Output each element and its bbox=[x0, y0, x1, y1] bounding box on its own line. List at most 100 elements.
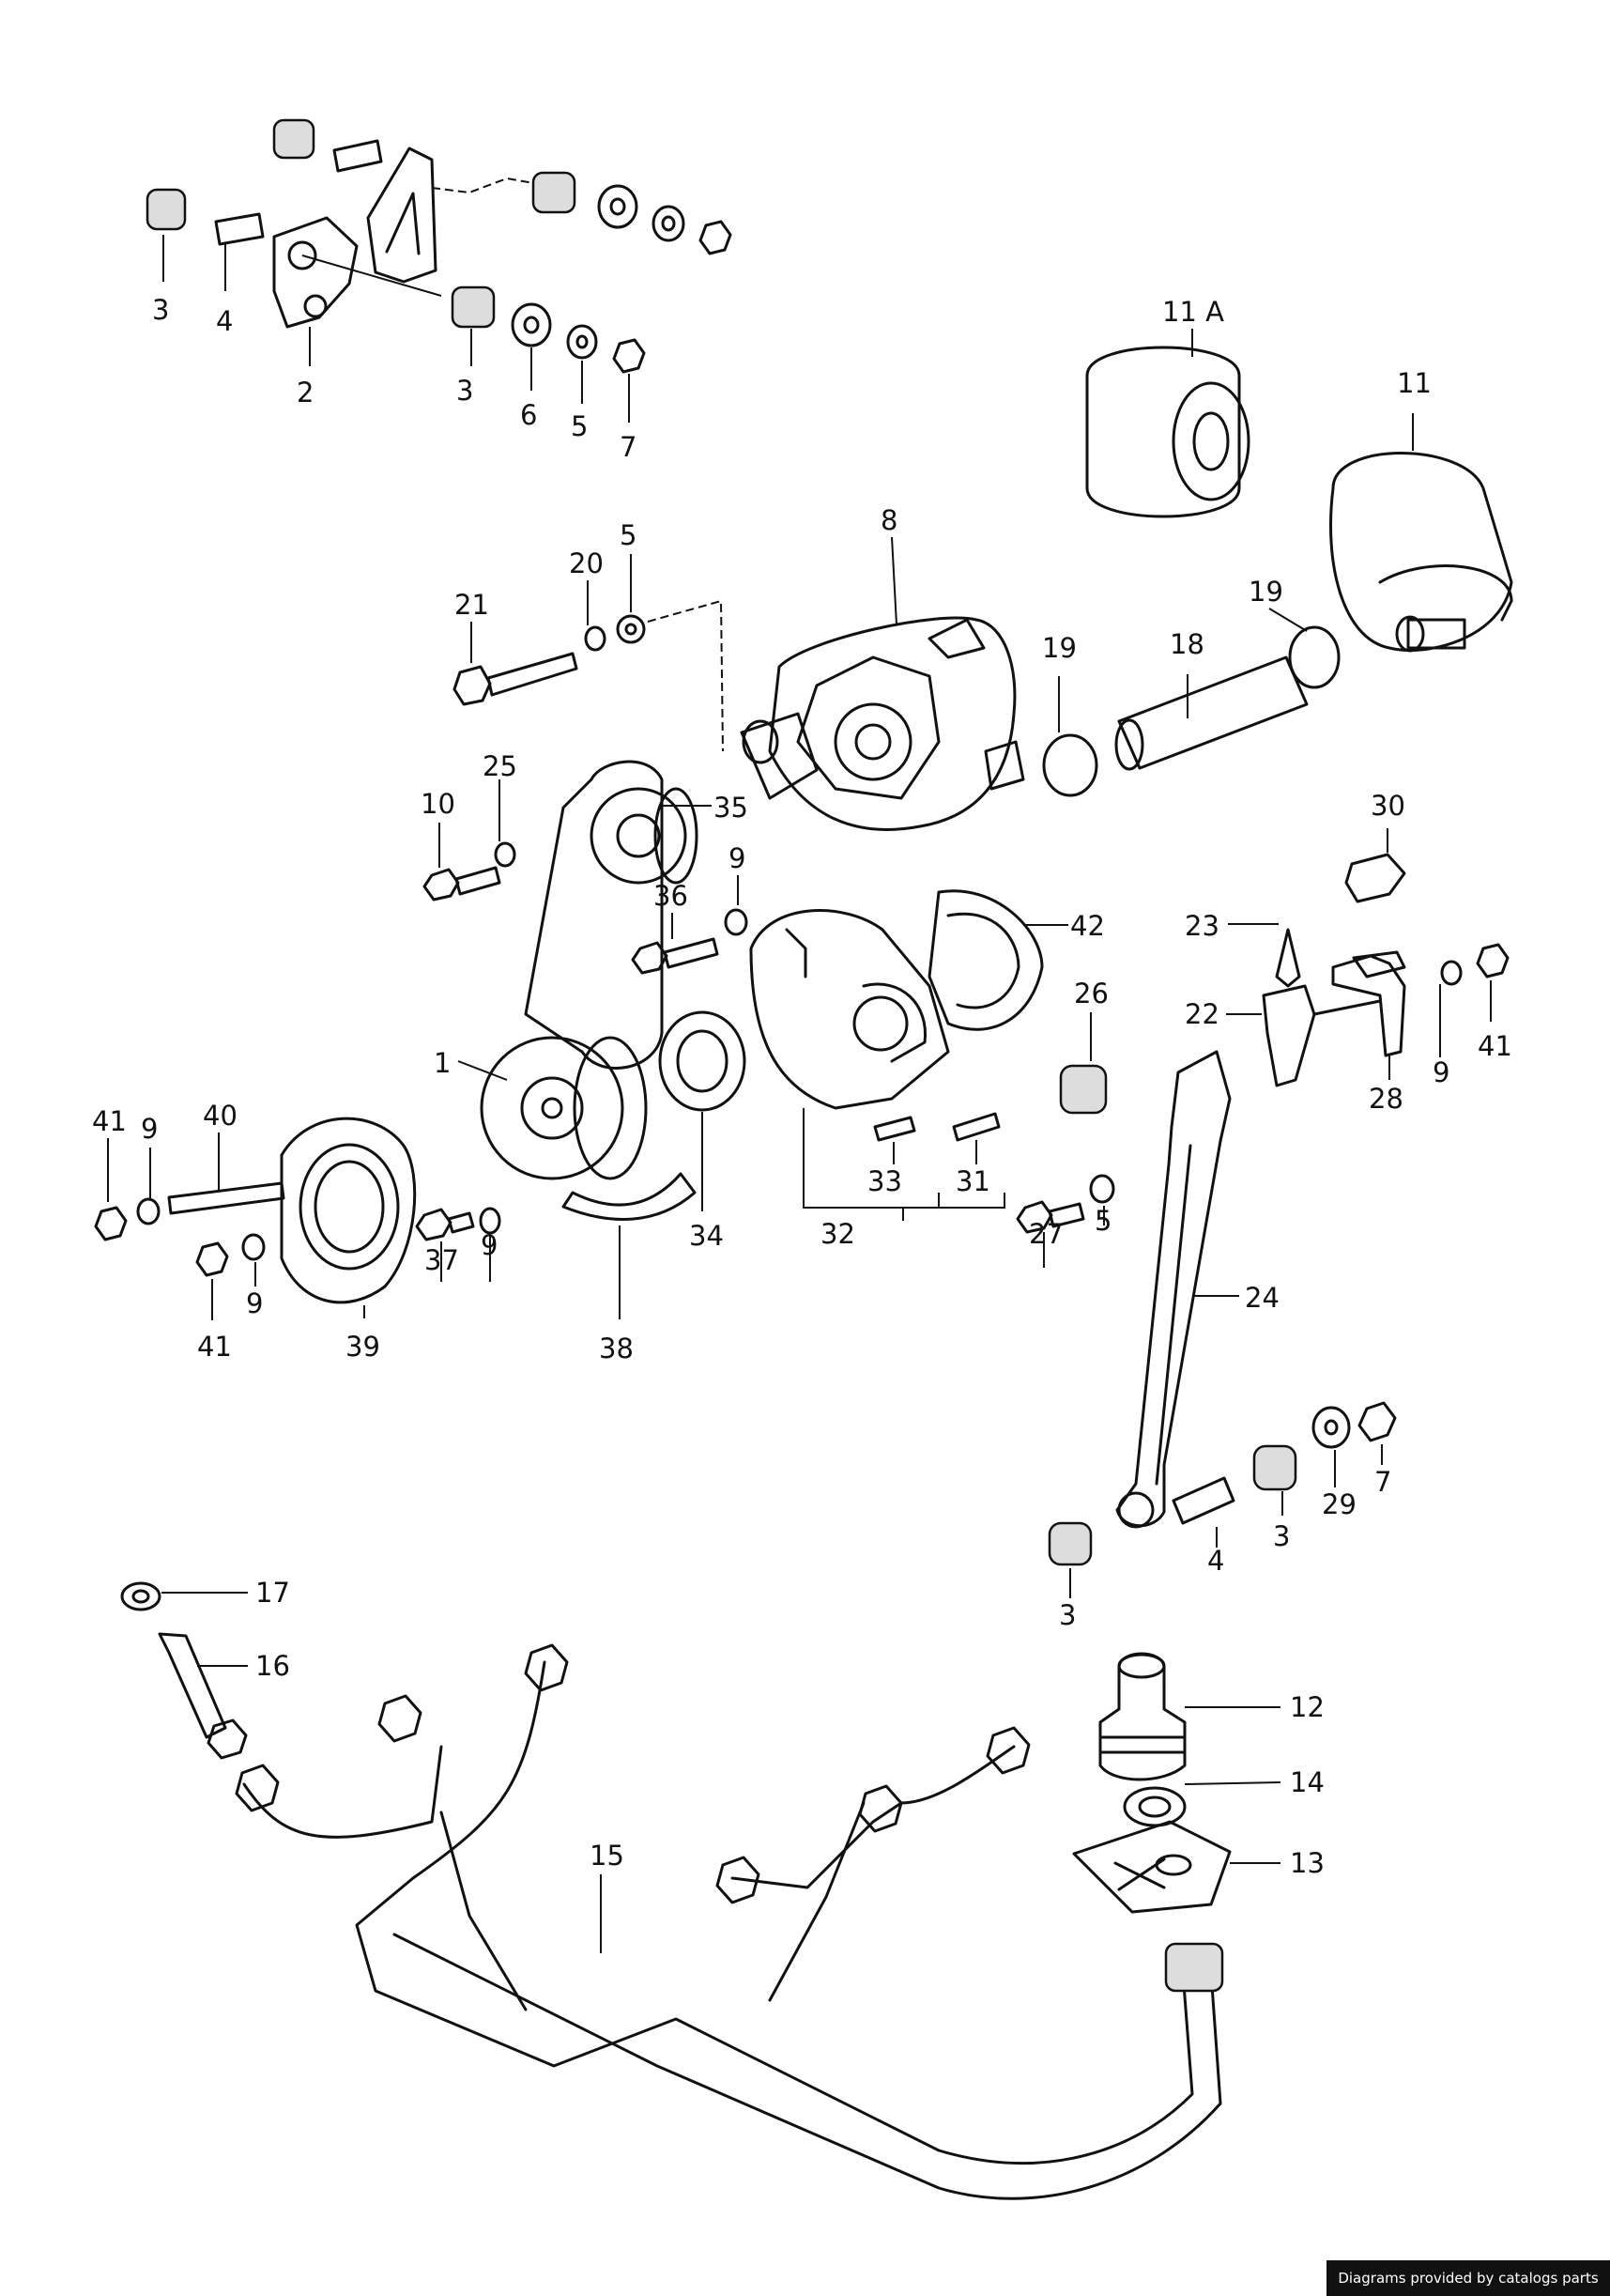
sleeve-part-4 bbox=[214, 212, 265, 246]
flange-part-39 bbox=[280, 1117, 417, 1304]
washer-part-6 bbox=[511, 302, 552, 347]
bolt-part-37 bbox=[415, 1208, 452, 1241]
stud-part-33 bbox=[873, 1116, 916, 1142]
washer-top-2 bbox=[652, 205, 685, 242]
housing-part-32 bbox=[749, 909, 950, 1110]
callout-28: 28 bbox=[1369, 1083, 1403, 1115]
callout-40: 40 bbox=[203, 1100, 238, 1132]
washer-top-1 bbox=[597, 184, 638, 229]
bushing-part-3-top bbox=[272, 118, 315, 160]
callout-labels: 3 4 2 3 6 5 7 11 A 11 8 20 5 21 19 18 19… bbox=[92, 294, 1512, 1879]
callout-38: 38 bbox=[599, 1333, 634, 1364]
callout-41: 41 bbox=[197, 1331, 232, 1363]
callout-9: 9 bbox=[246, 1287, 263, 1319]
callout-12: 12 bbox=[1290, 1691, 1325, 1723]
callout-39: 39 bbox=[345, 1331, 380, 1363]
clip-part-30 bbox=[1344, 853, 1406, 903]
washer-part-9-a bbox=[724, 908, 748, 936]
washer-part-9-left bbox=[136, 1197, 161, 1225]
callout-5: 5 bbox=[1095, 1205, 1112, 1237]
alternator-part-8 bbox=[740, 536, 1025, 831]
sleeve-part-4-bottom bbox=[1172, 1476, 1235, 1525]
sender-group bbox=[120, 1581, 248, 1760]
washer-part-5-b bbox=[616, 614, 646, 644]
strut-part-24 bbox=[1115, 1050, 1239, 1529]
bolt-part-10 bbox=[422, 868, 460, 901]
bracket-upper bbox=[366, 146, 437, 284]
callout-37: 37 bbox=[424, 1244, 459, 1276]
callout-21: 21 bbox=[454, 589, 489, 621]
housing-group-32 bbox=[749, 889, 1068, 1221]
callout-14: 14 bbox=[1290, 1766, 1325, 1798]
washer-part-5-c bbox=[1089, 1174, 1115, 1204]
callout-29: 29 bbox=[1322, 1488, 1357, 1520]
callout-25: 25 bbox=[483, 750, 517, 782]
callout-23: 23 bbox=[1185, 910, 1219, 942]
callout-41: 41 bbox=[1478, 1030, 1512, 1062]
filter-cover-part-11 bbox=[1329, 452, 1513, 652]
callout-31: 31 bbox=[956, 1165, 990, 1197]
hose-part-18 bbox=[1117, 655, 1309, 770]
screw-part-23 bbox=[1275, 928, 1301, 988]
washer-part-9-c bbox=[1440, 960, 1463, 986]
stud-part-31 bbox=[952, 1112, 1001, 1142]
clamp-part-19-right bbox=[1288, 625, 1341, 689]
oil-line-part-15 bbox=[235, 1643, 1224, 2200]
flange-group-39 bbox=[94, 1117, 417, 1320]
bushing-part-3-right-top bbox=[531, 171, 576, 214]
bracket-group-28 bbox=[1226, 828, 1510, 1087]
breather-part-12 bbox=[1098, 1652, 1187, 1781]
callout-3: 3 bbox=[1059, 1599, 1076, 1631]
nut-top bbox=[698, 220, 732, 255]
footer-credit: Diagrams provided by catalogs parts bbox=[1326, 2260, 1610, 2296]
callout-27: 27 bbox=[1029, 1218, 1064, 1250]
callout-8: 8 bbox=[881, 504, 897, 536]
nut-part-41-left bbox=[94, 1206, 128, 1241]
washer-part-9-b bbox=[479, 1207, 501, 1235]
callout-9: 9 bbox=[481, 1229, 498, 1261]
bolt-group-37 bbox=[415, 1207, 501, 1282]
callout-35: 35 bbox=[713, 792, 748, 824]
callout-9: 9 bbox=[141, 1113, 158, 1145]
callout-24: 24 bbox=[1245, 1282, 1280, 1314]
callout-34: 34 bbox=[689, 1220, 724, 1252]
lock-washer-part-20 bbox=[584, 625, 606, 652]
gasket-part-42 bbox=[928, 889, 1044, 1031]
washer-part-25 bbox=[494, 841, 516, 868]
callout-9: 9 bbox=[728, 842, 745, 874]
bushing-part-3-center bbox=[451, 285, 496, 329]
seal-part-14 bbox=[1123, 1786, 1187, 1827]
clip-part-22 bbox=[1262, 984, 1316, 1087]
callout-17: 17 bbox=[255, 1577, 290, 1609]
bolt-group-27 bbox=[1016, 1012, 1115, 1268]
callout-5: 5 bbox=[571, 410, 588, 442]
callout-3: 3 bbox=[152, 294, 169, 326]
callout-18: 18 bbox=[1170, 628, 1204, 660]
callout-9: 9 bbox=[1433, 1056, 1449, 1088]
timing-belt-group bbox=[457, 760, 712, 1319]
nut-part-41-bottom bbox=[195, 1241, 229, 1277]
callout-13: 13 bbox=[1290, 1847, 1325, 1879]
callout-15: 15 bbox=[590, 1840, 624, 1872]
bracket-part-2 bbox=[272, 216, 359, 329]
bracket-part-28 bbox=[1331, 954, 1406, 1057]
belt-guard-part-38 bbox=[561, 1172, 697, 1221]
seal-part-34 bbox=[658, 1010, 746, 1211]
callout-6: 6 bbox=[520, 399, 537, 431]
callout-19: 19 bbox=[1042, 632, 1077, 664]
washer-part-5 bbox=[566, 324, 598, 360]
washer-part-29 bbox=[1311, 1406, 1351, 1449]
callout-30: 30 bbox=[1371, 790, 1405, 822]
callout-3: 3 bbox=[456, 375, 473, 407]
callout-42: 42 bbox=[1070, 910, 1105, 942]
bolt-group-10 bbox=[422, 779, 516, 901]
sender-part-16 bbox=[158, 1632, 227, 1739]
washer-part-9-bottom bbox=[241, 1233, 266, 1261]
callout-16: 16 bbox=[255, 1650, 290, 1682]
lower-bushing-group bbox=[1048, 1401, 1397, 1598]
stud-part-40 bbox=[167, 1181, 285, 1215]
bushing-part-3-left bbox=[146, 188, 187, 231]
bushing-part-3-lower-right bbox=[1252, 1444, 1297, 1491]
callout-2: 2 bbox=[297, 377, 314, 408]
callout-4: 4 bbox=[216, 305, 233, 337]
